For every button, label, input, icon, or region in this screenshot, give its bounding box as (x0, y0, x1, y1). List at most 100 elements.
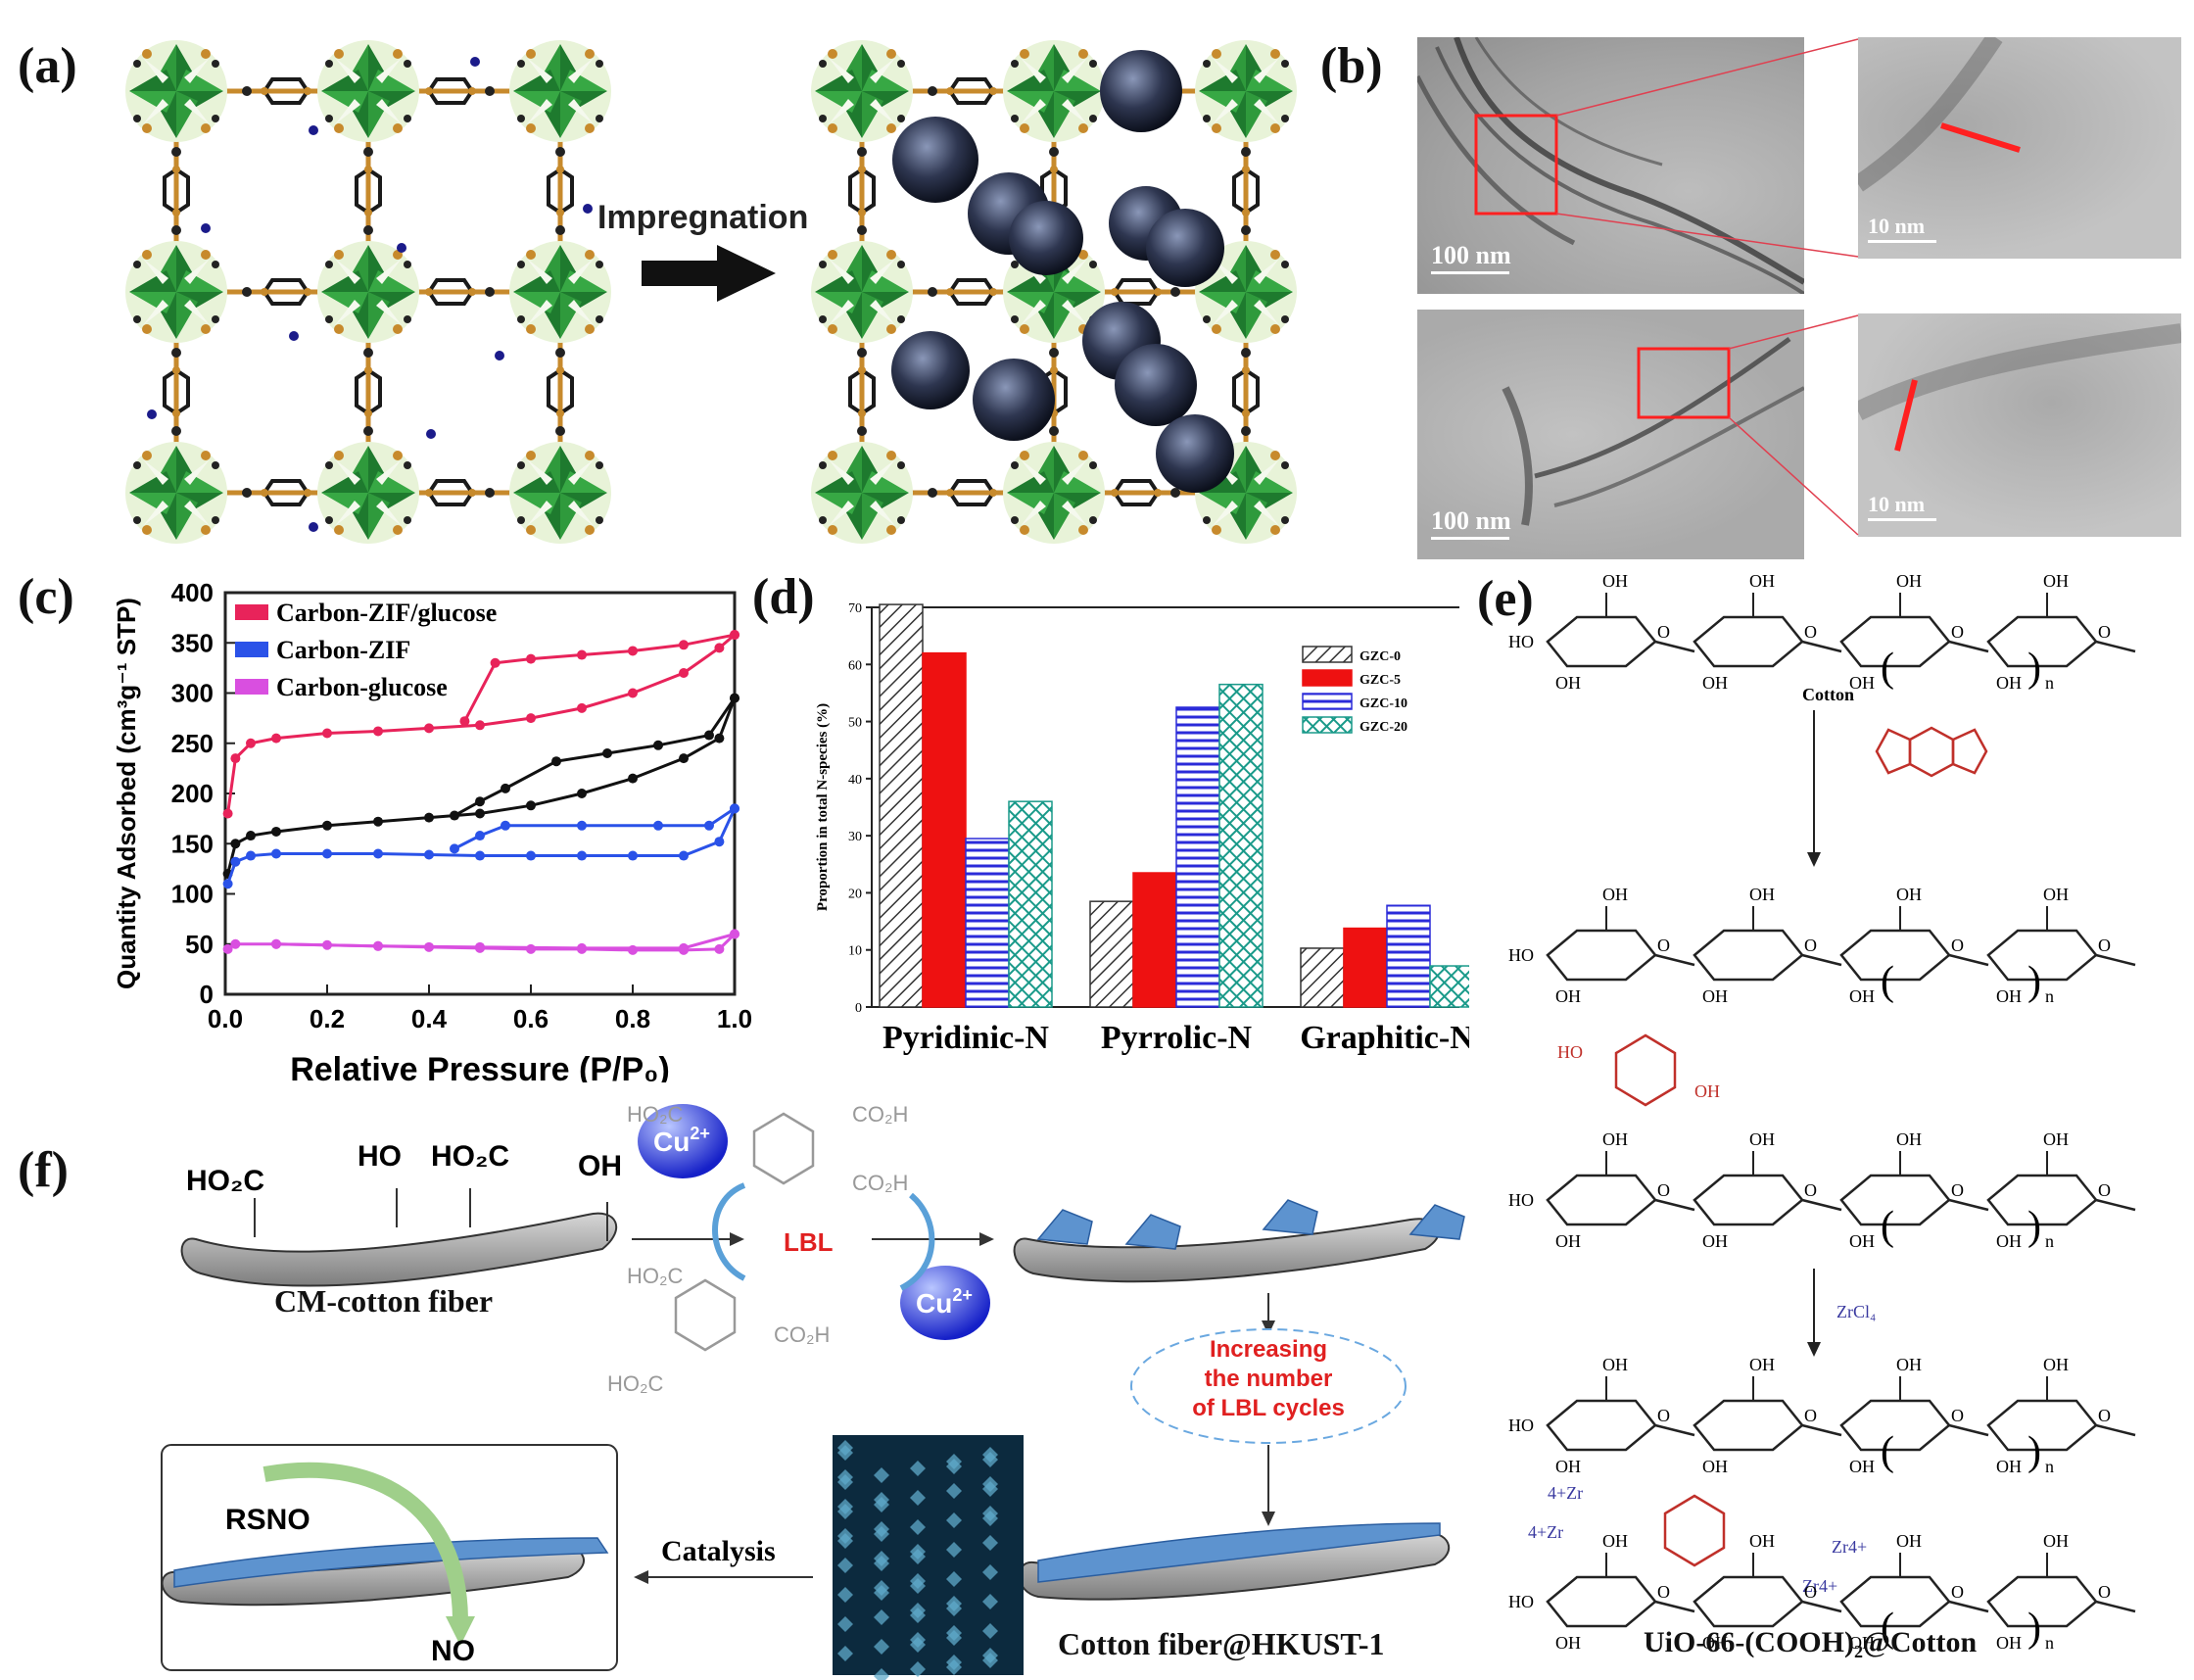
data-point (424, 812, 434, 823)
hkust-coating (1037, 1522, 1441, 1583)
y-tick-label: 150 (171, 829, 214, 858)
hooc-label: OH (1694, 1081, 1720, 1101)
oh-label: OH (1849, 1633, 1875, 1653)
rsno-label: RSNO (225, 1504, 310, 1536)
tem-image-top: 100 nm (1417, 37, 1804, 294)
cotton-uio66-scheme: OHOHOOHOHOOHOHOOHOHOHO()nCottonOHOHOOHOH… (1508, 573, 2136, 1653)
series-line-desorption (275, 933, 736, 950)
o-label: O (2098, 622, 2111, 642)
data-point (373, 940, 383, 951)
data-point (704, 730, 714, 741)
oh-label: OH (1996, 1457, 2022, 1476)
scalebar-label: 10 nm (1868, 214, 1926, 238)
x-tick-label: 0.6 (513, 1004, 548, 1033)
btc-group: CO₂H (852, 1171, 908, 1195)
cotton-label: Cotton (1802, 685, 1854, 704)
data-point (424, 723, 434, 734)
oh-label: OH (1555, 986, 1581, 1006)
bar-GZC-0-Graphitic-N (1300, 947, 1345, 1008)
y-tick-label: 100 (171, 880, 214, 909)
o-label: O (2098, 1180, 2111, 1200)
data-point (628, 646, 638, 656)
legend-label: Carbon-ZIF (276, 636, 410, 664)
data-point (222, 879, 233, 889)
o-label: O (1804, 1180, 1817, 1200)
impregnation-label: Impregnation (597, 199, 808, 236)
impregnation-arrow (642, 245, 776, 302)
x-axis-label: Relative Pressure (P/P₀) (290, 1051, 670, 1082)
data-point (222, 808, 233, 819)
o-label: O (1804, 622, 1817, 642)
data-point (714, 943, 725, 954)
data-point (475, 808, 485, 819)
btc-group: HO₂C (607, 1371, 664, 1396)
y-tick-label: 10 (848, 944, 862, 959)
data-point (628, 688, 638, 698)
oh-label: OH (1602, 573, 1628, 591)
series-3 (222, 929, 739, 955)
panel-label-e: (e) (1477, 571, 1534, 627)
data-point (577, 820, 587, 831)
oh-label: OH (1996, 673, 2022, 693)
bracket: ( (1881, 1204, 1894, 1249)
fiber-group-label: OH (578, 1150, 622, 1182)
cu-label: Cu2+ (653, 1124, 710, 1157)
cu-ion-icon (638, 1104, 728, 1178)
category-label: Pyridinic-N (882, 1020, 1049, 1056)
data-point (459, 716, 470, 727)
y-tick-label: 300 (171, 679, 214, 708)
legend-label: Carbon-ZIF/glucose (276, 599, 497, 627)
oh-label: OH (1749, 573, 1775, 591)
scalebar-label: 100 nm (1431, 506, 1511, 535)
panel-label-b: (b) (1320, 38, 1383, 94)
legend-swatch (235, 642, 268, 657)
panel-label-f: (f) (18, 1142, 69, 1198)
data-point (230, 839, 241, 849)
data-point (730, 929, 739, 939)
oh-label: OH (1702, 673, 1728, 693)
cloud-shape (1130, 1328, 1407, 1444)
x-tick-label: 1.0 (717, 1004, 752, 1033)
zr-label: Zr4+ (1832, 1537, 1867, 1557)
legend-swatch (235, 604, 268, 620)
zr-label: 4+Zr (1528, 1522, 1563, 1542)
oh-label: OH (1849, 1231, 1875, 1251)
y-tick-label: 20 (848, 887, 862, 901)
crystal-seed (1036, 1209, 1093, 1245)
n-label: n (2045, 673, 2054, 693)
ho-label: HO (1508, 1416, 1534, 1435)
y-tick-label: 70 (848, 601, 862, 616)
hkust-coating (173, 1537, 609, 1588)
series-line-desorption (453, 807, 736, 850)
btc-group: CO₂H (852, 1102, 908, 1127)
oh-label: OH (1996, 1231, 2022, 1251)
o-label: O (1951, 936, 1964, 955)
tem-zoom-bottom: 10 nm (1858, 313, 2181, 537)
data-point (490, 657, 501, 668)
bracket: ( (1881, 959, 1894, 1004)
n-label: n (2045, 986, 2054, 1006)
o-label: O (2098, 1582, 2111, 1602)
oh-label: OH (1896, 885, 1922, 904)
bar-GZC-5-Pyridinic-N (922, 651, 967, 1008)
o-label: O (1951, 622, 1964, 642)
oh-label: OH (2043, 885, 2069, 904)
oh-label: OH (1849, 986, 1875, 1006)
series-line-adsorption (226, 807, 737, 885)
o-label: O (1951, 1406, 1964, 1425)
o-label: O (1657, 936, 1670, 955)
data-point (271, 733, 281, 744)
hooc-label: HO (1557, 1042, 1583, 1062)
y-tick-label: 40 (848, 773, 862, 788)
oh-label: OH (1749, 1355, 1775, 1374)
oh-label: OH (1602, 1129, 1628, 1149)
o-label: O (1804, 936, 1817, 955)
y-tick-label: 0 (200, 980, 214, 1009)
data-point (679, 668, 689, 678)
